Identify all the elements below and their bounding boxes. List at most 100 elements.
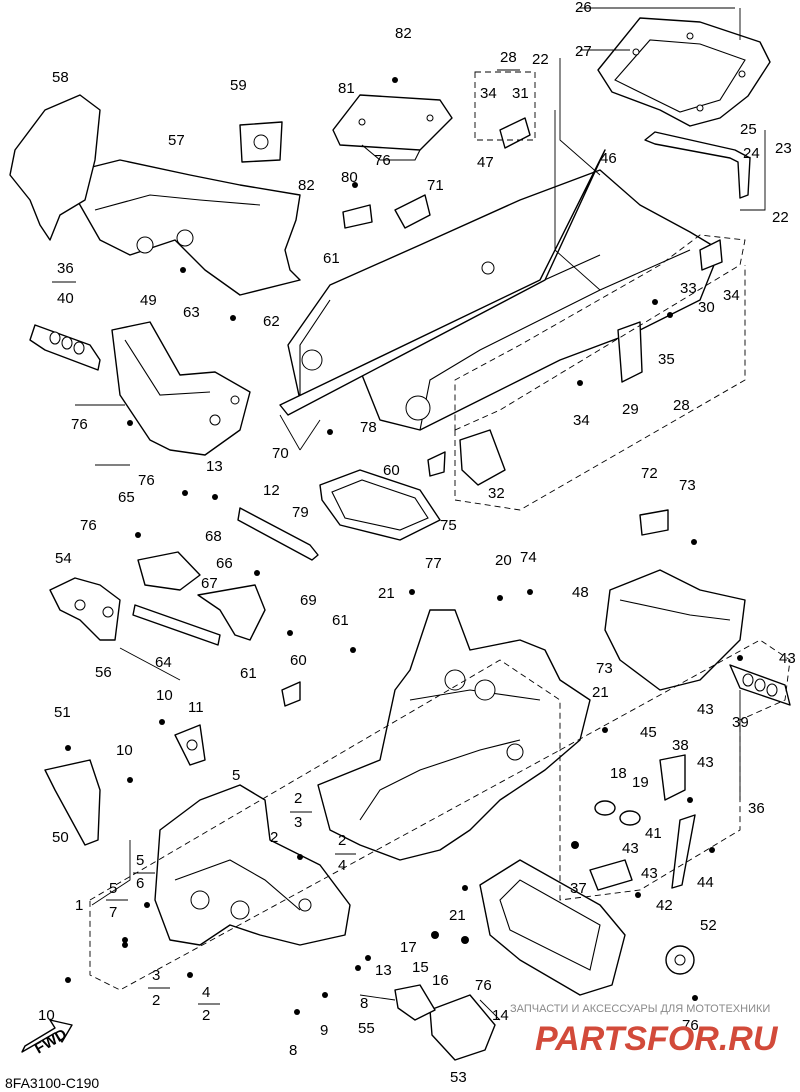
box-28 — [474, 71, 536, 141]
callout-63: 63 — [183, 304, 200, 321]
callout-76: 76 — [374, 152, 391, 169]
callout-2: 2 — [152, 992, 160, 1009]
callout-15: 15 — [412, 959, 429, 976]
callout-32: 32 — [488, 485, 505, 502]
part-bracket-71 — [394, 194, 431, 229]
callout-43: 43 — [779, 650, 796, 667]
callout-38: 38 — [672, 737, 689, 754]
callout-2: 2 — [338, 832, 346, 849]
callout-80: 80 — [341, 169, 358, 186]
callout-77: 77 — [425, 555, 442, 572]
part-crossmember-12 — [237, 507, 319, 561]
callout-62: 62 — [263, 313, 280, 330]
callout-36: 36 — [748, 800, 765, 817]
part-bar-64 — [132, 604, 221, 646]
callout-76: 76 — [682, 1017, 699, 1034]
callout-50: 50 — [52, 829, 69, 846]
callout-37: 37 — [570, 880, 587, 897]
part-bracket-48 — [604, 569, 746, 691]
part-bracket-67 — [137, 551, 201, 591]
callout-31: 31 — [512, 85, 529, 102]
part-front-frame — [154, 784, 351, 946]
callout-8: 8 — [360, 995, 368, 1012]
callout-76: 76 — [71, 416, 88, 433]
callout-29: 29 — [622, 401, 639, 418]
part-bracket-54 — [49, 577, 121, 641]
callout-3: 3 — [294, 814, 302, 831]
part-skid-plate — [319, 469, 441, 541]
callout-2: 2 — [294, 790, 302, 807]
callout-5: 5 — [136, 852, 144, 869]
callout-52: 52 — [700, 917, 717, 934]
part-upper-brace — [59, 159, 301, 296]
callout-64: 64 — [155, 654, 172, 671]
part-bracket-38 — [659, 754, 686, 801]
part-rear-cover — [597, 17, 771, 127]
callout-61: 61 — [240, 665, 257, 682]
callout-58: 58 — [52, 69, 69, 86]
part-heat-exchanger — [479, 859, 626, 996]
box-lower — [89, 659, 561, 991]
callout-22: 22 — [772, 209, 789, 226]
callout-34: 34 — [573, 412, 590, 429]
part-bearing-19 — [619, 810, 641, 826]
leader-lines — [75, 7, 766, 1021]
callout-61: 61 — [332, 612, 349, 629]
part-plate-81 — [332, 94, 453, 151]
callout-14: 14 — [492, 1007, 509, 1024]
part-bracket-31 — [499, 117, 531, 149]
callout-40: 40 — [57, 290, 74, 307]
callout-69: 69 — [300, 592, 317, 609]
callout-10: 10 — [116, 742, 133, 759]
callout-6: 6 — [136, 875, 144, 892]
callout-42: 42 — [656, 897, 673, 914]
callout-26: 26 — [575, 0, 592, 16]
callout-82: 82 — [298, 177, 315, 194]
callout-28: 28 — [673, 397, 690, 414]
callout-numbers: 1 2 2 2 2 2 3 3 4 4 5 5 5 6 7 8 8 9 10 1… — [38, 0, 796, 1086]
watermark-caption: ЗАПЧАСТИ И АКСЕССУАРЫ ДЛЯ МОТОТЕХНИКИ — [510, 1003, 770, 1015]
callout-17: 17 — [400, 939, 417, 956]
callout-12: 12 — [263, 482, 280, 499]
callout-13: 13 — [206, 458, 223, 475]
callout-49: 49 — [140, 292, 157, 309]
callout-2: 2 — [270, 829, 278, 846]
callout-21: 21 — [592, 684, 609, 701]
callout-75: 75 — [440, 517, 457, 534]
callout-53: 53 — [450, 1069, 467, 1086]
callout-70: 70 — [272, 445, 289, 462]
callout-20: 20 — [495, 552, 512, 569]
part-bracket-37 — [589, 859, 633, 891]
callout-76: 76 — [80, 517, 97, 534]
callout-35: 35 — [658, 351, 675, 368]
callout-23: 23 — [775, 140, 792, 157]
part-side-rail — [279, 149, 606, 416]
part-rear-bumper — [644, 131, 751, 199]
callout-55: 55 — [358, 1020, 375, 1037]
callout-73: 73 — [679, 477, 696, 494]
callout-4: 4 — [338, 857, 346, 874]
callout-27: 27 — [575, 43, 592, 60]
part-cover-53 — [429, 994, 496, 1061]
callout-9: 9 — [320, 1022, 328, 1039]
callout-56: 56 — [95, 664, 112, 681]
watermark: ЗАПЧАСТИ И АКСЕССУАРЫ ДЛЯ МОТОТЕХНИКИ PA… — [510, 1003, 779, 1058]
callout-18: 18 — [610, 765, 627, 782]
callout-68: 68 — [205, 528, 222, 545]
callout-54: 54 — [55, 550, 72, 567]
callout-43: 43 — [641, 865, 658, 882]
diagram-artwork: FWD — [9, 7, 791, 1061]
callout-73: 73 — [596, 660, 613, 677]
part-bracket-60b — [281, 681, 301, 707]
callout-11: 11 — [188, 699, 204, 716]
callout-3: 3 — [152, 967, 160, 984]
callout-43: 43 — [697, 701, 714, 718]
callout-76: 76 — [475, 977, 492, 994]
part-bracket-60 — [427, 451, 446, 477]
callout-7: 7 — [109, 904, 117, 921]
callout-81: 81 — [338, 80, 355, 97]
callout-46: 46 — [600, 150, 617, 167]
box-upper — [454, 234, 746, 431]
callout-16: 16 — [432, 972, 449, 989]
callout-48: 48 — [572, 584, 589, 601]
